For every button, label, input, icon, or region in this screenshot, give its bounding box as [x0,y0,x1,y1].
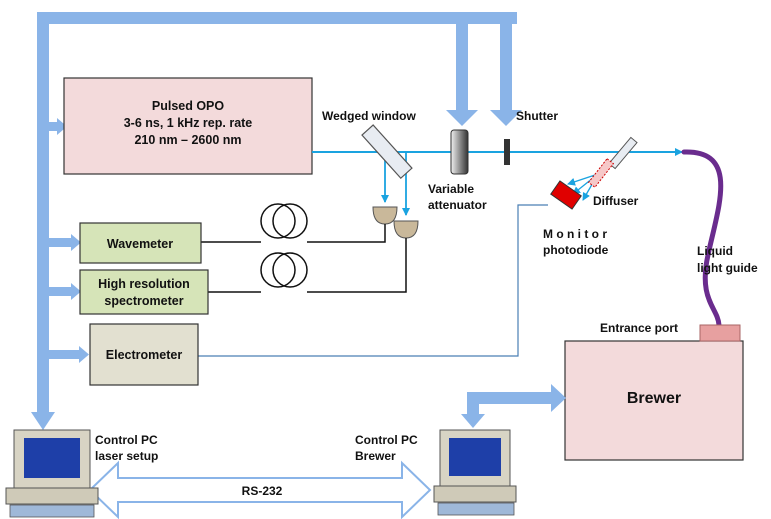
pulsed-opo-box: Pulsed OPO 3-6 ns, 1 kHz rep. rate 210 n… [63,77,313,175]
spectrometer-box: High resolution spectrometer [79,269,209,315]
spectrometer-label-2: spectrometer [104,294,183,308]
opo-line3: 210 nm – 2600 nm [134,133,241,147]
wedged-window-icon [361,124,413,180]
diffuser-label: Diffuser [593,194,639,208]
brewer-label: Brewer [627,390,681,407]
liquid-light-guide [681,149,724,328]
monitor-photodiode-label-1: M o n i t o r [543,227,607,241]
signal-cables [200,224,407,293]
photodiode-icon [550,180,582,210]
rs232-label: RS-232 [242,484,283,498]
brewer-box: Brewer [564,340,744,461]
control-bus [31,12,522,430]
electrometer-label: Electrometer [106,348,183,362]
detector-icon [372,206,419,239]
entrance-port-label: Entrance port [600,321,678,335]
diffuser-icon [587,158,615,188]
photodiode-cable [198,204,548,357]
electrometer-box: Electrometer [89,323,199,386]
pc-laser-label-2: laser setup [95,449,158,463]
brewer-pc-link [461,384,566,428]
liquid-light-guide-label-1: Liquid [697,244,733,258]
variable-attenuator-label-1: Variable [428,182,474,196]
monitor-photodiode-label-2: photodiode [543,243,609,257]
pc-laser-label-1: Control PC [95,433,158,447]
computer-icon [5,429,99,518]
variable-attenuator-icon [450,129,469,175]
entrance-port [699,324,741,342]
fiber-coil-icon [260,203,308,288]
liquid-light-guide-label-2: light guide [697,261,758,275]
computer-icon [433,429,517,516]
rs232-link: RS-232 [88,460,432,519]
wedged-window-label: Wedged window [322,109,416,123]
wavemeter-label: Wavemeter [107,237,173,251]
shutter-label: Shutter [516,109,558,123]
shutter-icon [504,139,510,165]
pc-brewer-label-1: Control PC [355,433,418,447]
wavemeter-box: Wavemeter [79,222,202,264]
variable-attenuator-label-2: attenuator [428,198,487,212]
opo-line2: 3-6 ns, 1 kHz rep. rate [124,116,253,130]
pc-brewer-label-2: Brewer [355,449,396,463]
spectrometer-label-1: High resolution [98,277,190,291]
opo-line1: Pulsed OPO [152,99,225,113]
